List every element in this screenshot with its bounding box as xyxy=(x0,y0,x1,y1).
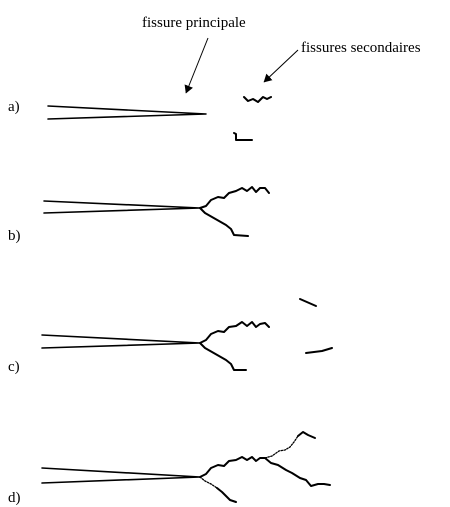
panel-b: b) xyxy=(8,186,270,244)
branch-upper xyxy=(199,186,270,209)
main-crack-wedge xyxy=(47,105,207,120)
secondary-crack-upper xyxy=(299,298,317,307)
main-crack-arrow-icon xyxy=(184,37,209,94)
branch-lower xyxy=(199,342,247,371)
branch-lower xyxy=(216,487,237,503)
secondary-crack-upper xyxy=(243,96,272,103)
main-crack-wedge xyxy=(41,467,201,484)
branch-upper xyxy=(199,456,266,478)
panel-label-c: c) xyxy=(8,359,20,375)
main-crack-annotation: fissure principale xyxy=(142,15,246,31)
branch-right-lower xyxy=(264,457,331,487)
secondary-crack-lower xyxy=(233,132,253,141)
main-crack-wedge xyxy=(41,334,201,349)
panel-label-b: b) xyxy=(8,228,21,244)
panel-label-d: d) xyxy=(8,490,21,506)
secondary-cracks-arrow-icon xyxy=(263,49,299,83)
branch-lower-dotted xyxy=(199,476,218,489)
main-crack-wedge xyxy=(43,200,201,214)
branch-upper xyxy=(199,321,270,344)
branch-upper-bridge-dotted xyxy=(264,435,299,459)
secondary-cracks-annotation: fissures secondaires xyxy=(301,40,421,56)
panel-a: a) xyxy=(8,96,272,141)
secondary-crack-joined xyxy=(297,431,316,439)
panel-d: d) xyxy=(8,431,331,506)
secondary-crack-lower xyxy=(305,347,333,354)
branch-lower xyxy=(199,207,249,237)
panel-c: c) xyxy=(8,298,333,375)
panel-label-a: a) xyxy=(8,99,20,115)
